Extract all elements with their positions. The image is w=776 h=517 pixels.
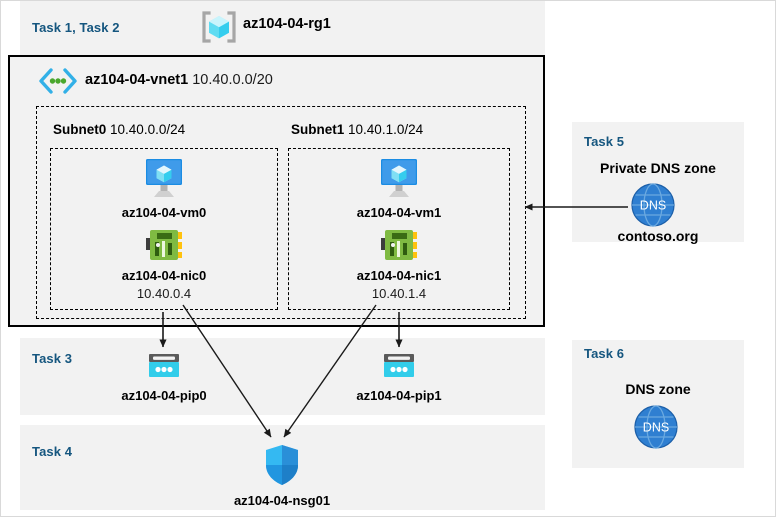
network-security-group-icon bbox=[222, 443, 342, 492]
task-label-5: Task 5 bbox=[584, 134, 625, 149]
header-panel bbox=[20, 0, 545, 55]
pip0-name: az104-04-pip0 bbox=[121, 388, 207, 403]
subnets-container bbox=[36, 106, 526, 319]
node-nsg01[interactable]: az104-04-nsg01 bbox=[222, 443, 342, 510]
subnet1-cidr: 10.40.1.0/24 bbox=[348, 122, 424, 137]
task-label-4: Task 4 bbox=[32, 444, 73, 459]
nic0-name: az104-04-nic0 bbox=[121, 268, 207, 283]
dns-zone-icon[interactable]: DNS bbox=[630, 182, 676, 228]
pip1-name: az104-04-pip1 bbox=[356, 388, 442, 403]
node-nic1[interactable]: az104-04-nic1 10.40.1.4 bbox=[339, 228, 459, 303]
vnet-name: az104-04-vnet1 bbox=[85, 72, 189, 88]
subnet1-box bbox=[288, 148, 510, 310]
network-interface-icon bbox=[104, 228, 224, 267]
dns-icon-text: DNS bbox=[643, 421, 669, 435]
node-pip0[interactable]: az104-04-pip0 bbox=[104, 352, 224, 405]
public-ip-panel bbox=[20, 338, 545, 415]
dns-icon-text: DNS bbox=[640, 199, 666, 213]
subnet1-name: Subnet1 bbox=[291, 122, 345, 137]
task-label-3: Task 3 bbox=[32, 351, 73, 366]
task-label-1-2: Task 1, Task 2 bbox=[32, 20, 120, 35]
public-ip-icon bbox=[104, 352, 224, 387]
subnet0-name: Subnet0 bbox=[53, 122, 107, 137]
network-interface-icon bbox=[339, 228, 459, 267]
private-dns-title: Private DNS zone bbox=[600, 160, 716, 176]
nic1-private-ip: 10.40.1.4 bbox=[371, 286, 427, 301]
vnet-address-space: 10.40.0.0/20 bbox=[192, 72, 273, 88]
virtual-network-icon bbox=[38, 68, 78, 94]
subnet1-title: Subnet1 10.40.1.0/24 bbox=[291, 122, 423, 137]
node-vm1[interactable]: az104-04-vm1 bbox=[339, 157, 459, 222]
node-nic0[interactable]: az104-04-nic0 10.40.0.4 bbox=[104, 228, 224, 303]
resource-group-name: az104-04-rg1 bbox=[243, 16, 331, 32]
nic1-name: az104-04-nic1 bbox=[356, 268, 442, 283]
public-dns-title: DNS zone bbox=[625, 381, 691, 397]
node-pip1[interactable]: az104-04-pip1 bbox=[339, 352, 459, 405]
nsg01-name: az104-04-nsg01 bbox=[233, 493, 331, 508]
subnet0-box bbox=[50, 148, 278, 310]
subnet0-cidr: 10.40.0.0/24 bbox=[110, 122, 186, 137]
task-label-6: Task 6 bbox=[584, 346, 625, 361]
vm0-name: az104-04-vm0 bbox=[121, 205, 207, 220]
resource-group-icon bbox=[200, 8, 238, 46]
subnet0-title: Subnet0 10.40.0.0/24 bbox=[53, 122, 185, 137]
dns-zone-icon[interactable]: DNS bbox=[633, 404, 679, 450]
vnet-container bbox=[8, 55, 545, 327]
nic0-private-ip: 10.40.0.4 bbox=[136, 286, 192, 301]
virtual-machine-icon bbox=[339, 157, 459, 204]
node-vm0[interactable]: az104-04-vm0 bbox=[104, 157, 224, 222]
virtual-machine-icon bbox=[104, 157, 224, 204]
vm1-name: az104-04-vm1 bbox=[356, 205, 442, 220]
public-ip-icon bbox=[339, 352, 459, 387]
vnet-title: az104-04-vnet1 10.40.0.0/20 bbox=[85, 72, 273, 88]
private-dns-zone-name: contoso.org bbox=[617, 228, 699, 244]
